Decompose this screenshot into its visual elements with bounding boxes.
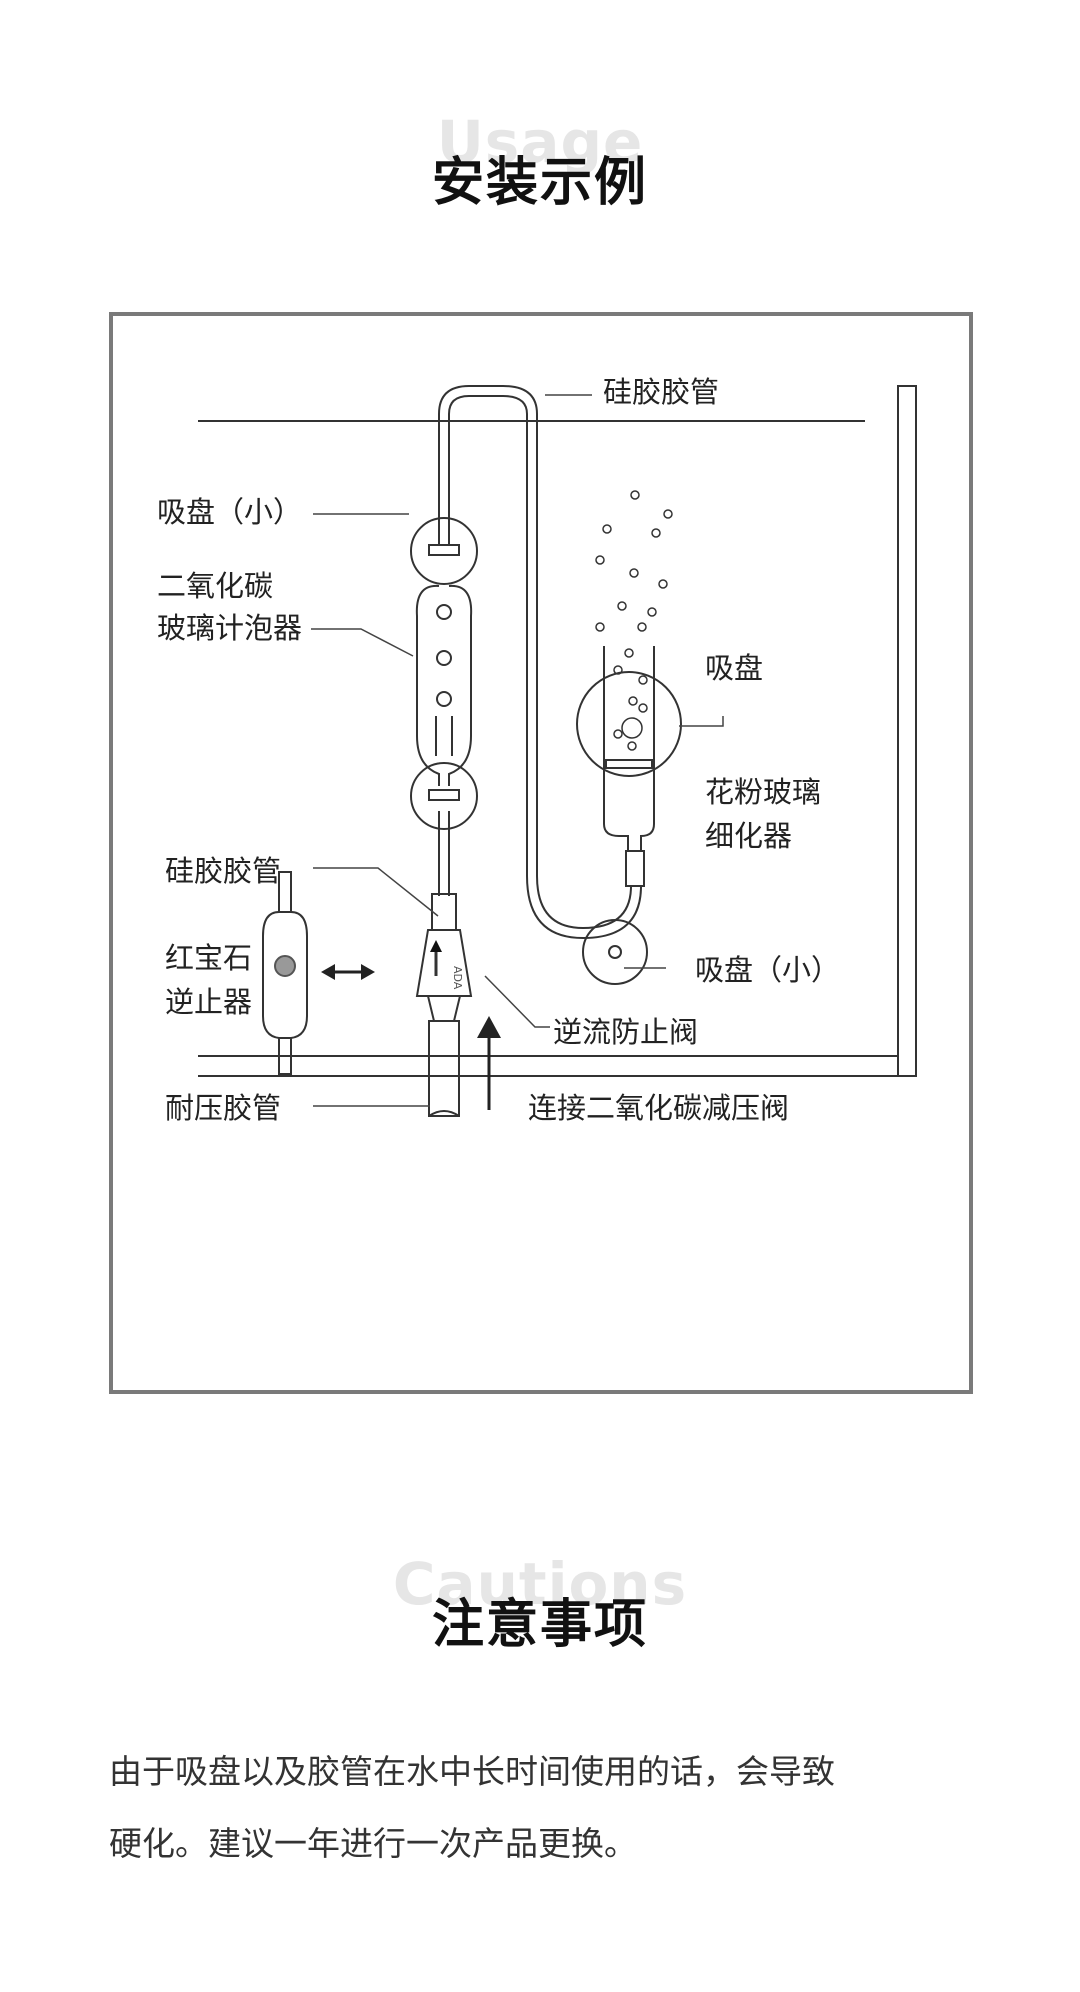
suction-cup-icon xyxy=(576,671,682,777)
aquarium-tank xyxy=(198,385,917,1077)
label-ruby-check-line2: 逆止器 xyxy=(165,985,253,1019)
co2-bubbles xyxy=(595,490,673,751)
label-suction-cup-small-bottom: 吸盘（小） xyxy=(695,953,841,987)
caution-line-2: 硬化。建议一年进行一次产品更换。 xyxy=(109,1824,637,1863)
u-silicone-tube xyxy=(438,385,642,940)
middle-suction-cup-icon xyxy=(410,762,478,830)
label-ruby-check-line1: 红宝石 xyxy=(165,941,253,975)
valve-mark: ADA xyxy=(451,966,464,990)
label-silicone-tube-left: 硅胶胶管 xyxy=(165,854,282,888)
label-bubble-counter-line2: 玻璃计泡器 xyxy=(157,611,303,645)
diagram-drawing: ADA xyxy=(198,385,917,1117)
caution-line-1: 由于吸盘以及胶管在水中长时间使用的话，会导致 xyxy=(109,1752,835,1791)
double-arrow-icon xyxy=(321,964,375,980)
regulator-arrow-icon xyxy=(477,1016,501,1110)
top-small-suction-cup-icon xyxy=(410,517,478,585)
cautions-title: 注意事项 xyxy=(431,1595,648,1655)
cautions-background-word: Cautions xyxy=(392,1550,688,1618)
installation-diagram: ADA xyxy=(109,312,973,1394)
label-silicone-tube-top: 硅胶胶管 xyxy=(603,375,720,409)
bottom-small-suction-cup-icon xyxy=(582,919,648,985)
label-diffuser-line2: 细化器 xyxy=(705,819,793,853)
label-bubble-counter-line1: 二氧化碳 xyxy=(157,569,274,603)
pressure-tube xyxy=(428,1020,460,1117)
usage-title: 安装示例 xyxy=(431,153,648,213)
ruby-check-valve xyxy=(262,871,308,1075)
label-diffuser-line1: 花粉玻璃 xyxy=(705,775,822,809)
label-pressure-tube: 耐压胶管 xyxy=(165,1091,282,1125)
pollen-glass-diffuser xyxy=(603,646,655,887)
label-check-valve: 逆流防止阀 xyxy=(553,1015,699,1049)
label-regulator: 连接二氧化碳减压阀 xyxy=(528,1091,790,1125)
label-suction-cup: 吸盘 xyxy=(705,651,764,685)
usage-background-word: Usage xyxy=(436,108,644,176)
bubble-counter xyxy=(415,584,473,786)
label-suction-cup-small-top: 吸盘（小） xyxy=(157,495,303,529)
leader-lines xyxy=(311,394,724,1107)
